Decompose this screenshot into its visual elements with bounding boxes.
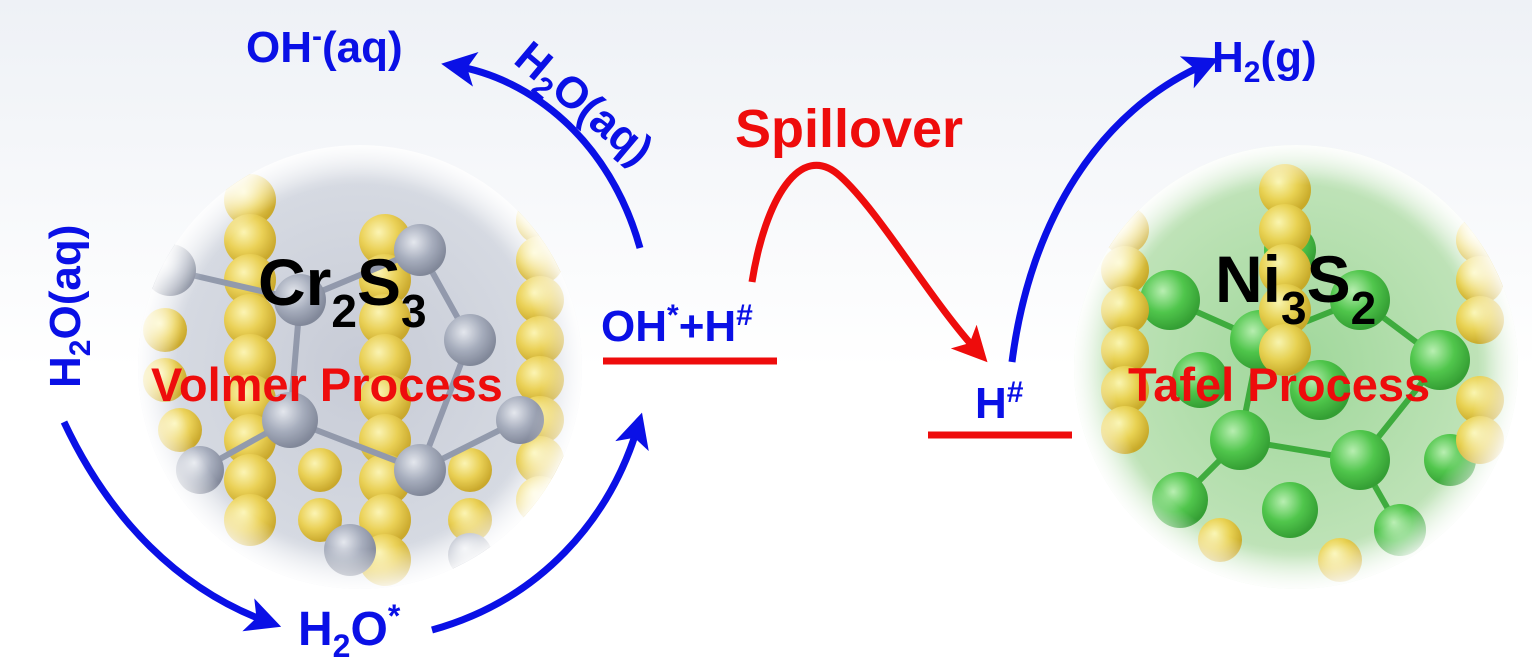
ni3s2-crystal-sphere <box>1074 145 1518 589</box>
oh-aq-label: OH-(aq) <box>246 20 403 72</box>
h2o-aq-left-label: H2O(aq) <box>41 225 97 388</box>
h-hash-label: H# <box>975 376 1024 428</box>
h2o-adsorbed-label: H2O* <box>298 598 401 664</box>
arrow-left-down-arc <box>60 420 282 632</box>
oh-star-plus-h-hash-label: OH*+H# <box>601 299 753 351</box>
tafel-process-label: Tafel Process <box>1128 358 1430 411</box>
ni3s2-formula: Ni3S2 <box>1215 242 1376 334</box>
h2-gas-label: H2(g) <box>1212 33 1317 89</box>
arrow-bottom-up-arc <box>431 412 649 634</box>
arrow-h2-release-arc <box>1008 56 1219 363</box>
spillover-arrow <box>748 161 988 363</box>
cr2s3-crystal-sphere <box>138 145 582 589</box>
h2o-aq-top-label: H2O(aq) <box>501 32 662 180</box>
volmer-process-label: Volmer Process <box>151 358 503 411</box>
cr2s3-formula: Cr2S3 <box>258 245 427 337</box>
arrow-top-left-arc <box>441 52 644 249</box>
spillover-label: Spillover <box>735 99 963 159</box>
